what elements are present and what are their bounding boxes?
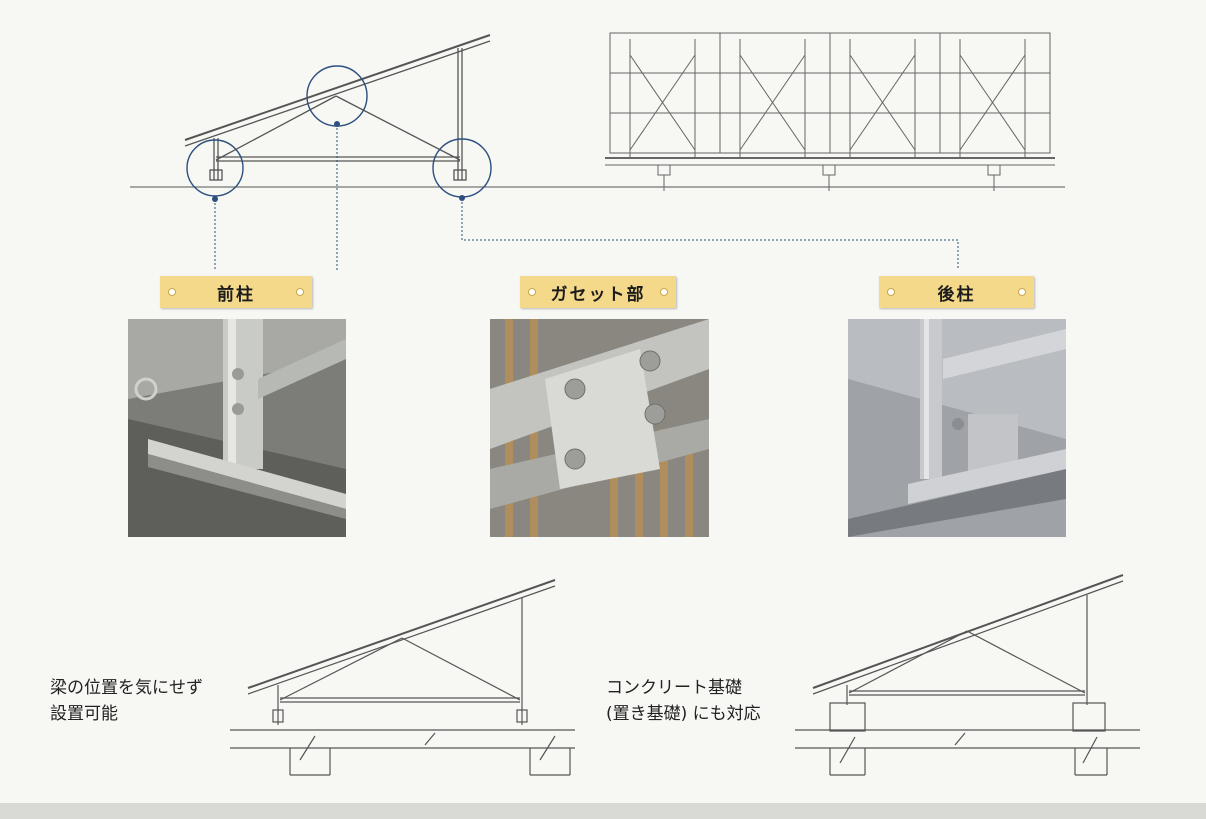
- badge-dot-icon: [661, 289, 667, 295]
- caption-concrete-base-line2: (置き基礎) にも対応: [606, 704, 761, 724]
- front-post-label-text: 前柱: [217, 284, 255, 305]
- caption-beam-free-line1: 梁の位置を気にせず: [50, 678, 203, 698]
- rear-post-label-text: 後柱: [937, 284, 976, 305]
- roof-mount-diagram: [230, 579, 575, 776]
- badge-dot-icon: [1019, 289, 1025, 295]
- rack-side-view-diagram: [130, 34, 1065, 270]
- gusset-photo: [490, 319, 709, 537]
- rack-front-view-diagram: [605, 32, 1055, 191]
- caption-concrete-base: コンクリート基礎 (置き基礎) にも対応: [606, 675, 761, 727]
- caption-beam-free-line2: 設置可能: [50, 704, 118, 724]
- badge-dot-icon: [297, 289, 303, 295]
- gusset-label: ガセット部: [520, 276, 676, 308]
- rear-post-photo: [848, 319, 1066, 537]
- gusset-label-text: ガセット部: [550, 284, 646, 305]
- rear-post-label: 後柱: [879, 276, 1034, 308]
- front-post-label: 前柱: [160, 276, 312, 308]
- caption-concrete-base-line1: コンクリート基礎: [606, 678, 742, 698]
- badge-dot-icon: [888, 289, 894, 295]
- concrete-base-diagram: [795, 574, 1140, 776]
- front-post-photo: [128, 319, 346, 537]
- badge-dot-icon: [169, 289, 175, 295]
- caption-beam-free: 梁の位置を気にせず 設置可能: [50, 675, 203, 727]
- badge-dot-icon: [529, 289, 535, 295]
- bottom-strip: [0, 803, 1206, 819]
